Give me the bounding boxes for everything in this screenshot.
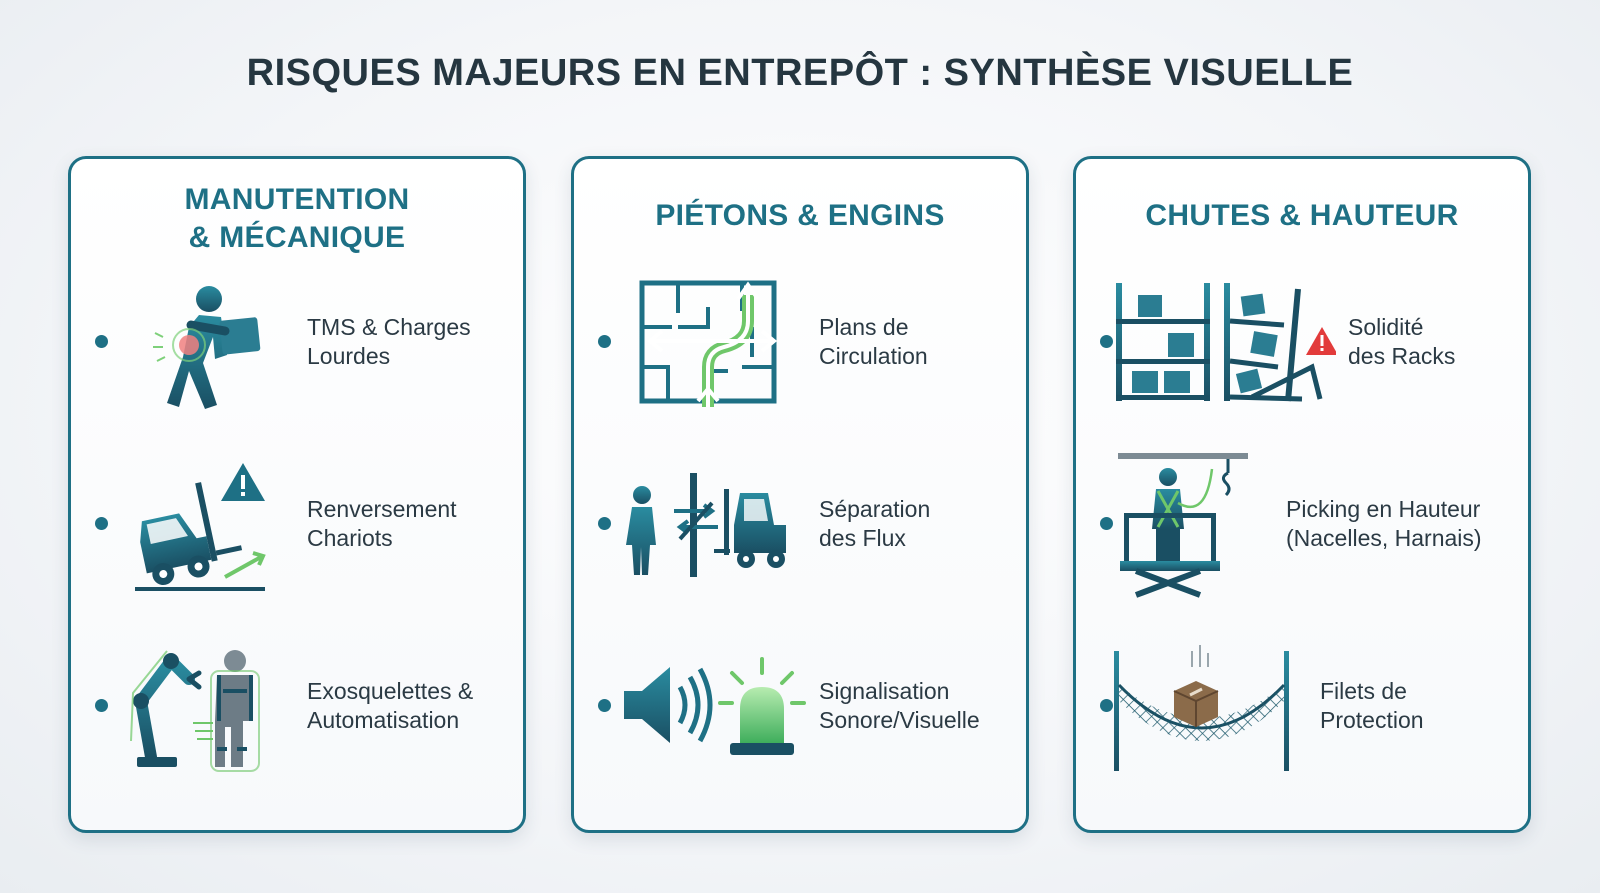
item-label: Plans de Circulation — [819, 313, 928, 371]
rack-collapse-icon — [1112, 267, 1336, 417]
list-item-plans-circulation: Plans de Circulation — [574, 267, 1026, 417]
panel-title: MANUTENTION & MÉCANIQUE — [71, 181, 523, 257]
bullet-dot — [598, 699, 611, 712]
item-label-line: TMS & Charges — [307, 314, 471, 340]
panel-title: PIÉTONS & ENGINS — [574, 197, 1026, 235]
bullet-dot — [598, 517, 611, 530]
item-label-line: Exosquelettes & — [307, 678, 474, 704]
robot-arm-exoskeleton-icon — [111, 631, 261, 781]
panel-title-line: PIÉTONS & ENGINS — [655, 199, 945, 232]
list-item-filets-protection: Filets de Protection — [1076, 631, 1528, 781]
item-label-line: Protection — [1320, 707, 1424, 733]
panel-title: CHUTES & HAUTEUR — [1076, 197, 1528, 235]
item-label-line: Circulation — [819, 343, 928, 369]
item-label-line: Séparation — [819, 496, 931, 522]
panel-title-line: CHUTES & HAUTEUR — [1145, 199, 1459, 232]
item-label-line: Picking en Hauteur — [1286, 496, 1481, 522]
panel-pietons-engins: PIÉTONS & ENGINS Plans de Circulation — [571, 156, 1029, 833]
item-label-line: Automatisation — [307, 707, 460, 733]
bullet-dot — [598, 335, 611, 348]
list-item-separation-flux: Séparation des Flux — [574, 449, 1026, 599]
bullet-dot — [1100, 517, 1113, 530]
panel-chutes-hauteur: CHUTES & HAUTEUR — [1073, 156, 1531, 833]
item-label: Exosquelettes & Automatisation — [307, 677, 473, 735]
item-label-line: Signalisation — [819, 678, 950, 704]
panel-title-line: & MÉCANIQUE — [188, 221, 406, 254]
forklift-tipping-icon — [129, 449, 279, 599]
safety-net-icon — [1112, 631, 1302, 781]
item-label-line: Renversement — [307, 496, 457, 522]
worker-carrying-box-icon — [129, 267, 279, 417]
bullet-dot — [95, 517, 108, 530]
item-label-line: Sonore/Visuelle — [819, 707, 980, 733]
bullet-dot — [1100, 335, 1113, 348]
panel-title-line: MANUTENTION — [184, 183, 410, 216]
panel-manutention-mecanique: MANUTENTION & MÉCANIQUE TMS & Charges Lo… — [68, 156, 526, 833]
item-label-line: des Flux — [819, 525, 906, 551]
item-label-line: Chariots — [307, 525, 393, 551]
item-label: Renversement Chariots — [307, 495, 457, 553]
bullet-dot — [1100, 699, 1113, 712]
aerial-lift-harness-icon — [1116, 449, 1266, 599]
item-label: Picking en Hauteur (Nacelles, Harnais) — [1286, 495, 1482, 553]
bullet-dot — [95, 335, 108, 348]
speaker-beacon-icon — [620, 631, 810, 781]
item-label-line: Filets de — [1320, 678, 1407, 704]
item-label: Séparation des Flux — [819, 495, 930, 553]
circulation-plan-icon — [632, 267, 782, 417]
pedestrian-forklift-separation-icon — [620, 449, 810, 599]
list-item-solidite-racks: Solidité des Racks — [1076, 267, 1528, 417]
item-label-line: des Racks — [1348, 343, 1456, 369]
page-title: RISQUES MAJEURS EN ENTREPÔT : SYNTHÈSE V… — [246, 52, 1354, 94]
item-label-line: Lourdes — [307, 343, 391, 369]
list-item-exosquelettes: Exosquelettes & Automatisation — [71, 631, 523, 781]
list-item-tms: TMS & Charges Lourdes — [71, 267, 523, 417]
item-label: Filets de Protection — [1320, 677, 1424, 735]
item-label: TMS & Charges Lourdes — [307, 313, 471, 371]
list-item-picking-hauteur: Picking en Hauteur (Nacelles, Harnais) — [1076, 449, 1528, 599]
item-label-line: Solidité — [1348, 314, 1424, 340]
bullet-dot — [95, 699, 108, 712]
item-label: Solidité des Racks — [1348, 313, 1455, 371]
item-label-line: (Nacelles, Harnais) — [1286, 525, 1482, 551]
item-label: Signalisation Sonore/Visuelle — [819, 677, 980, 735]
item-label-line: Plans de — [819, 314, 909, 340]
list-item-signalisation: Signalisation Sonore/Visuelle — [574, 631, 1026, 781]
list-item-renversement: Renversement Chariots — [71, 449, 523, 599]
